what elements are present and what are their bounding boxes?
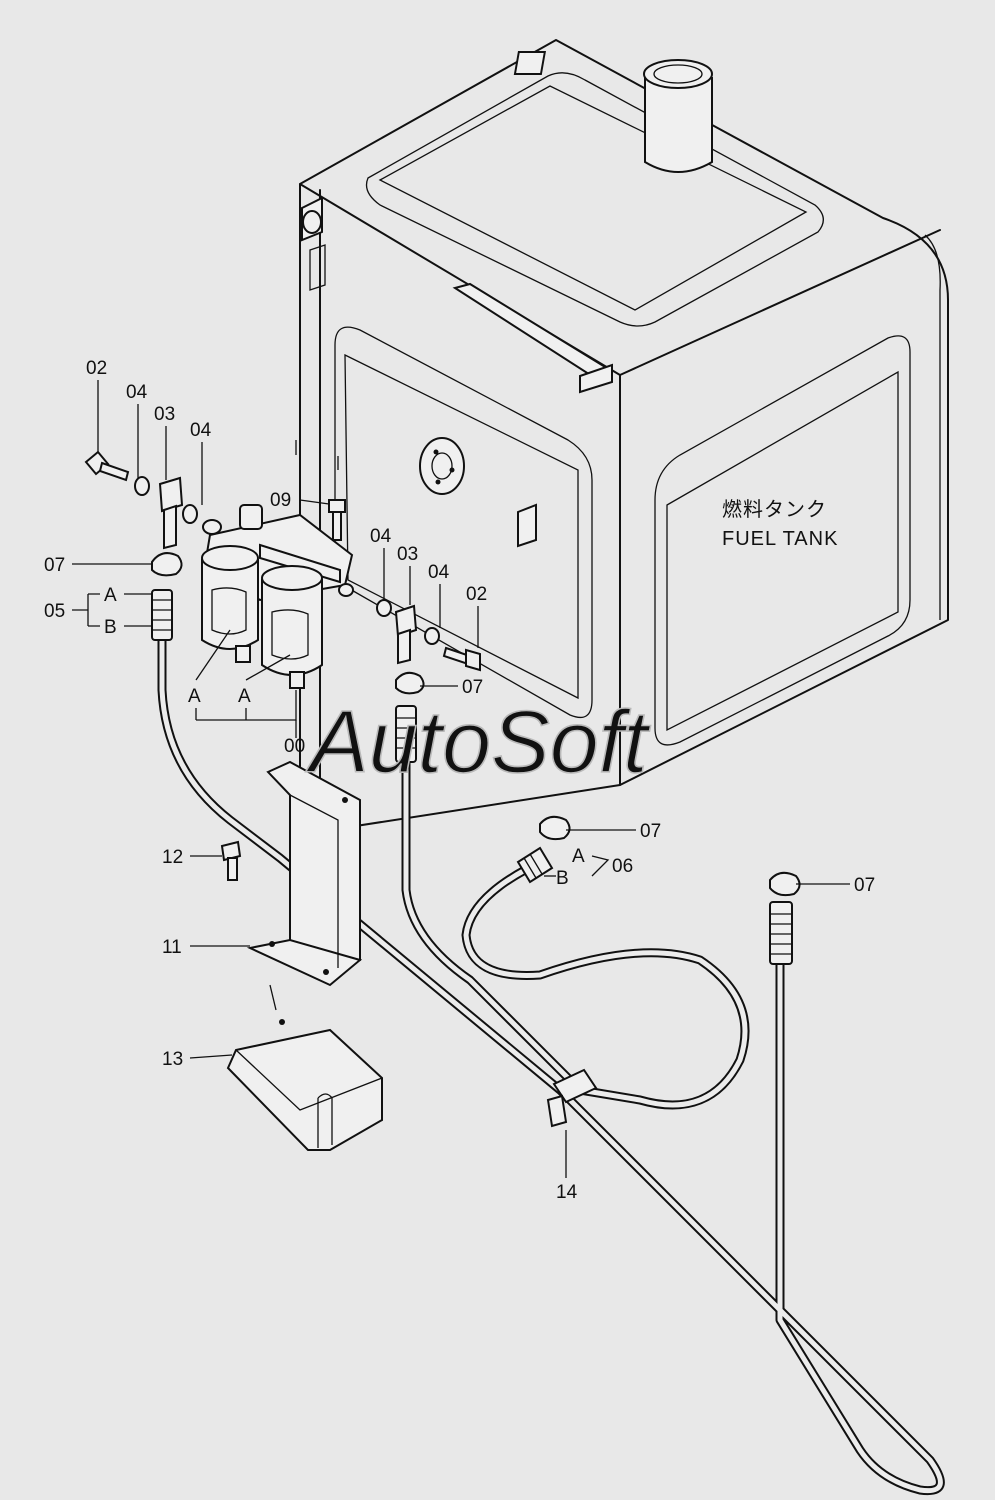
- callout-11: 11: [162, 937, 182, 958]
- callout-07-tank: 07: [640, 821, 661, 842]
- level-sender-flange: [419, 437, 465, 495]
- tank-label-en: FUEL TANK: [722, 528, 838, 550]
- hose-end-mid: [395, 705, 417, 763]
- washer-left-b: [182, 504, 198, 524]
- callout-06-a: A: [572, 846, 585, 867]
- callout-04-left-a: 04: [126, 382, 148, 403]
- hose-end-left: [151, 589, 173, 641]
- callout-05-b: B: [104, 617, 117, 638]
- fuel-filter-assembly: [201, 504, 354, 689]
- hose-end-right: [769, 901, 793, 965]
- filter-cover: [226, 1019, 383, 1151]
- callout-labels: 02 04 03 04 09 04 03 04 02 07 05 A B 07 …: [44, 358, 875, 1203]
- hose-clip-mid: [395, 671, 425, 695]
- callout-02-left: 02: [86, 358, 107, 379]
- callout-09: 09: [270, 490, 291, 511]
- bolt-09: [328, 499, 346, 541]
- washer-right-b: [424, 627, 440, 645]
- leader-lines: [72, 380, 850, 1178]
- callout-12: 12: [162, 847, 183, 868]
- filter-bracket: [246, 760, 363, 987]
- callout-04-left-b: 04: [190, 420, 212, 441]
- callout-07-right: 07: [854, 875, 875, 896]
- callout-06-b: B: [556, 868, 569, 889]
- callout-05: 05: [44, 601, 65, 622]
- hose-clamp: [546, 1068, 598, 1128]
- fuel-hoses: [151, 589, 945, 1496]
- hose-clip-left: [151, 552, 183, 577]
- washer-left-a: [134, 476, 150, 496]
- callout-00: 00: [284, 736, 305, 757]
- callout-05-a: A: [104, 585, 117, 606]
- callout-04-right-a: 04: [370, 526, 392, 547]
- callout-07-mid: 07: [462, 677, 483, 698]
- callout-14: 14: [556, 1182, 578, 1203]
- callout-03-left: 03: [154, 404, 175, 425]
- bolt-12: [220, 840, 242, 881]
- eye-joint-left: [158, 476, 184, 550]
- tank-label-jp: 燃料タンク: [722, 498, 827, 521]
- callout-06: 06: [612, 856, 633, 877]
- filler-neck: [643, 59, 713, 173]
- fuel-tank: 燃料タンク FUEL TANK: [299, 39, 949, 831]
- banjo-bolt-right: [442, 646, 481, 672]
- washer-right-a: [376, 599, 392, 617]
- callout-07-left: 07: [44, 555, 65, 576]
- callout-02-right: 02: [466, 584, 487, 605]
- callout-filter-a-left: A: [188, 686, 201, 707]
- banjo-bolt-left: [84, 450, 130, 482]
- watermark: AutoSoft: [305, 692, 651, 791]
- callout-13: 13: [162, 1049, 183, 1070]
- eye-joint-right: [394, 604, 418, 665]
- hose-clip-tank: [539, 815, 571, 841]
- callout-03-right: 03: [397, 544, 418, 565]
- callout-filter-a-right: A: [238, 686, 251, 707]
- callout-04-right-b: 04: [428, 562, 450, 583]
- hose-end-return: [516, 846, 554, 884]
- hose-clip-right: [769, 871, 801, 897]
